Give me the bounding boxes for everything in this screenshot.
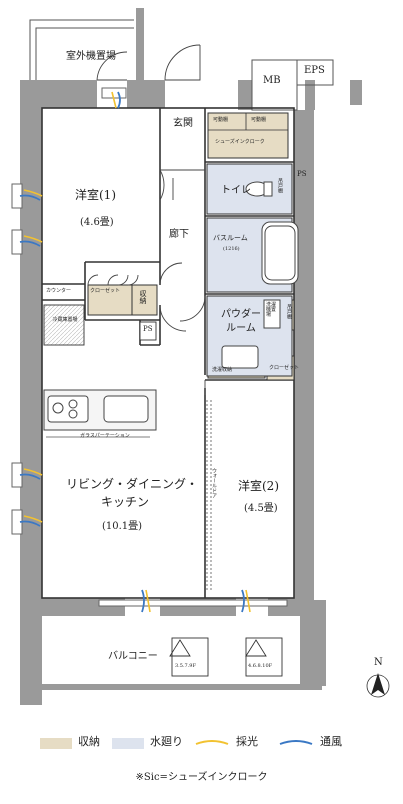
ps-boxes — [139, 321, 157, 341]
closet-2-label: クローゼット — [269, 365, 300, 371]
bathroom-label: バスルーム — [213, 234, 248, 242]
shoes-closet-label: シューズインクローク — [215, 139, 265, 145]
eps-label: EPS — [304, 65, 325, 76]
ps-label-2: PS — [143, 325, 153, 333]
cabinet-label-2: 吊戸棚 — [286, 304, 292, 319]
wall-door-label: ウォールドア — [211, 468, 217, 498]
western-room-1-name: 洋室(1) — [75, 188, 116, 202]
cabinet-label-1: 吊戸棚 — [277, 178, 283, 193]
fridge-label: 冷蔵庫置場 — [52, 317, 78, 323]
toilet-label: トイレ — [221, 185, 251, 196]
legend: 収納 水廻り 採光 通風 — [0, 735, 403, 755]
legend-water: 水廻り — [150, 735, 183, 748]
counter-label: カウンター — [46, 288, 72, 294]
north-arrow — [366, 673, 390, 698]
doors — [87, 44, 206, 395]
ldk-label-line1: リビング・ダイニング・ — [66, 477, 199, 491]
balcony-drains — [169, 637, 283, 677]
windows — [11, 87, 288, 607]
water-areas — [206, 163, 293, 377]
glass-partition-label: ガラスパーテーション — [80, 433, 130, 439]
shelf-label-2: 可動棚 — [251, 117, 267, 123]
light-arrows — [23, 91, 251, 613]
outdoor-unit-label: 室外機置場 — [66, 51, 116, 62]
outdoor-unit-outline — [29, 19, 334, 111]
wind-arrows — [19, 91, 245, 613]
ldk-size: (10.1畳) — [102, 521, 143, 532]
western-room-1-size: (4.6畳) — [80, 217, 114, 228]
western-room-2-name: 洋室(2) — [238, 479, 279, 493]
storage-label: 収納 — [139, 290, 147, 304]
hallway-label: 廊下 — [169, 229, 189, 240]
legend-wind: 通風 — [320, 735, 342, 748]
linen-storage-label: 洗濯収納 — [212, 367, 233, 373]
fixtures — [43, 181, 299, 431]
north-label: N — [374, 657, 383, 668]
interior-walls — [41, 107, 295, 599]
powder-room-label: パウダールーム — [221, 309, 261, 334]
legend-light: 採光 — [236, 735, 258, 748]
western-room-2-size: (4.5畳) — [244, 503, 278, 514]
structural-walls — [20, 8, 362, 705]
drain-label-1: 3.5.7.9F — [175, 663, 196, 669]
shelf-label-1: 可動棚 — [213, 117, 229, 123]
balcony-label: バルコニー — [108, 651, 158, 662]
legend-storage: 収納 — [78, 735, 100, 748]
bathroom-size: (1216) — [223, 246, 240, 252]
legend-swatches — [40, 738, 313, 749]
ps-label-1: PS — [297, 170, 307, 178]
entrance-label: 玄関 — [173, 118, 193, 129]
storage-dividers — [208, 113, 288, 131]
washer-label: 洗濯機置場 — [266, 302, 277, 318]
ldk-label-line2: キッチン — [101, 495, 150, 509]
drain-label-2: 4.6.8.10F — [248, 663, 273, 669]
closet-label: クローゼット — [90, 288, 121, 294]
footnote: ※Sic=シューズインクローク — [135, 772, 268, 783]
mb-label: MB — [263, 75, 281, 86]
